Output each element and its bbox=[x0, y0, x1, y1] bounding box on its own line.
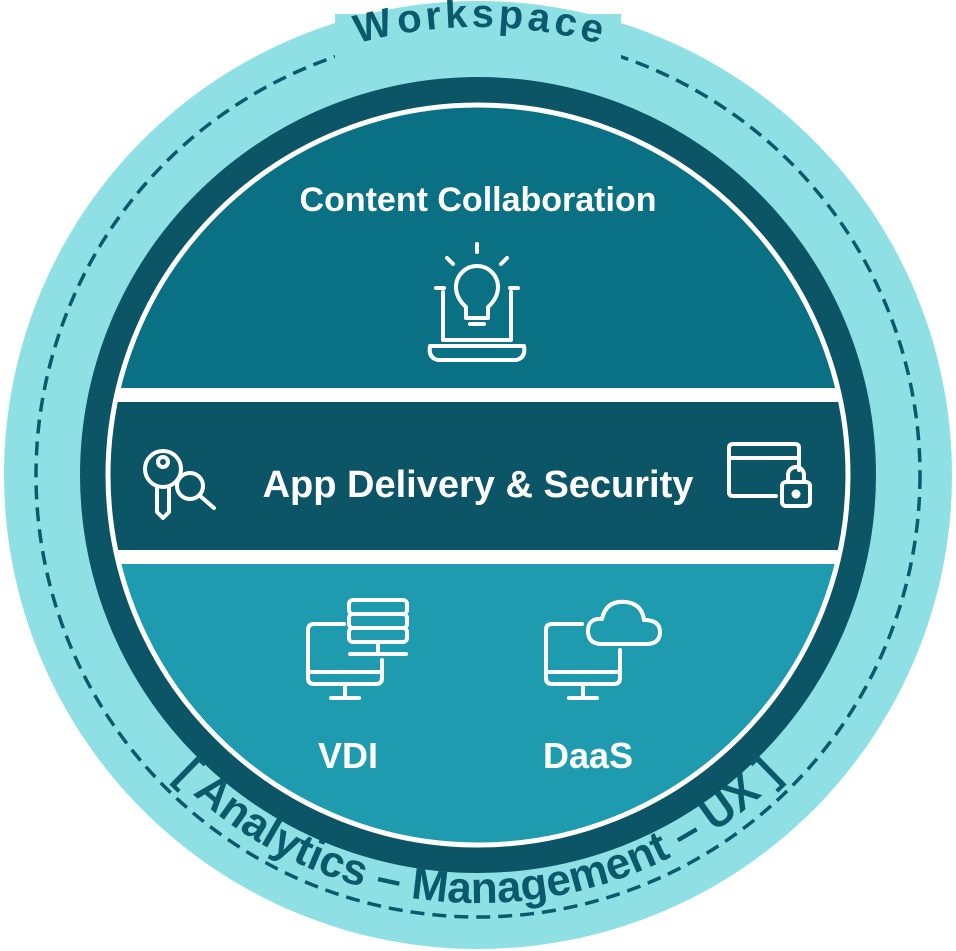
middle-band bbox=[108, 402, 848, 550]
bottom-divider bbox=[108, 550, 848, 564]
cloud-monitor-icon bbox=[544, 599, 662, 700]
app-delivery-title: App Delivery & Security bbox=[263, 464, 694, 506]
dashed-ring bbox=[34, 31, 922, 919]
core-outline bbox=[105, 102, 851, 848]
lightbulb-laptop-icon bbox=[427, 242, 527, 362]
content-collaboration-title: Content Collaboration bbox=[300, 181, 657, 219]
window-lock-icon bbox=[727, 442, 812, 508]
vdi-label: VDI bbox=[318, 735, 378, 776]
workspace-label-bg bbox=[335, 14, 621, 72]
key-search-icon bbox=[143, 449, 216, 520]
server-monitor-icon bbox=[306, 598, 409, 700]
daas-label: DaaS bbox=[543, 735, 633, 776]
top-divider bbox=[108, 388, 848, 402]
